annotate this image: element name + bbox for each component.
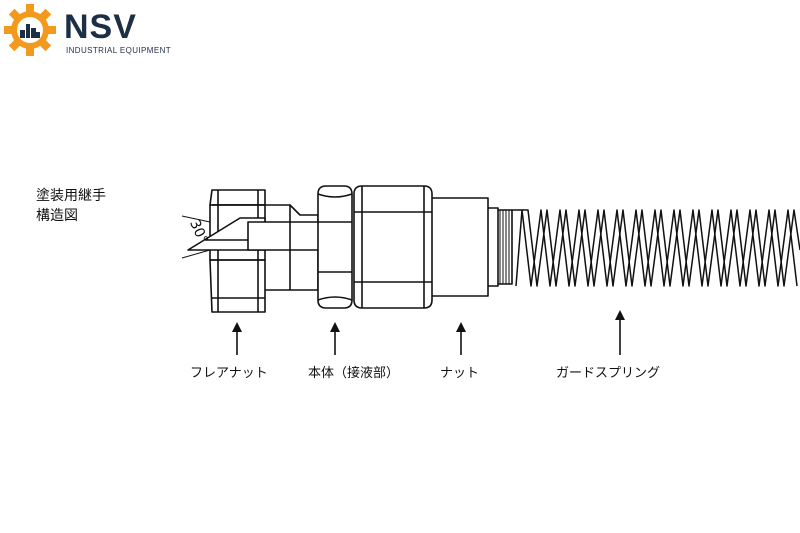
flare-nut-drawing <box>187 189 266 313</box>
nsv-logo: NSV INDUSTRIAL EQUIPMENT <box>2 2 172 58</box>
diagram-title-line-1: 塗装用継手 <box>36 188 106 204</box>
diagram-title-line-2: 構造図 <box>36 208 78 224</box>
gear-icon <box>4 4 56 56</box>
label-body: 本体（接液部） <box>308 366 400 381</box>
label-nut: ナット <box>440 366 480 381</box>
brand-name: NSV <box>64 8 137 46</box>
label-flare-nut: フレアナット <box>190 366 268 381</box>
nut-drawing <box>353 185 489 309</box>
thread-drawing <box>488 207 513 287</box>
body-hex-drawing <box>317 185 353 309</box>
label-guard-spring: ガードスプリング <box>556 366 661 381</box>
diagram-title: 塗装用継手 構造図 <box>36 186 106 226</box>
brand-subtitle: INDUSTRIAL EQUIPMENT <box>66 46 172 55</box>
guard-spring-drawing <box>512 209 800 287</box>
